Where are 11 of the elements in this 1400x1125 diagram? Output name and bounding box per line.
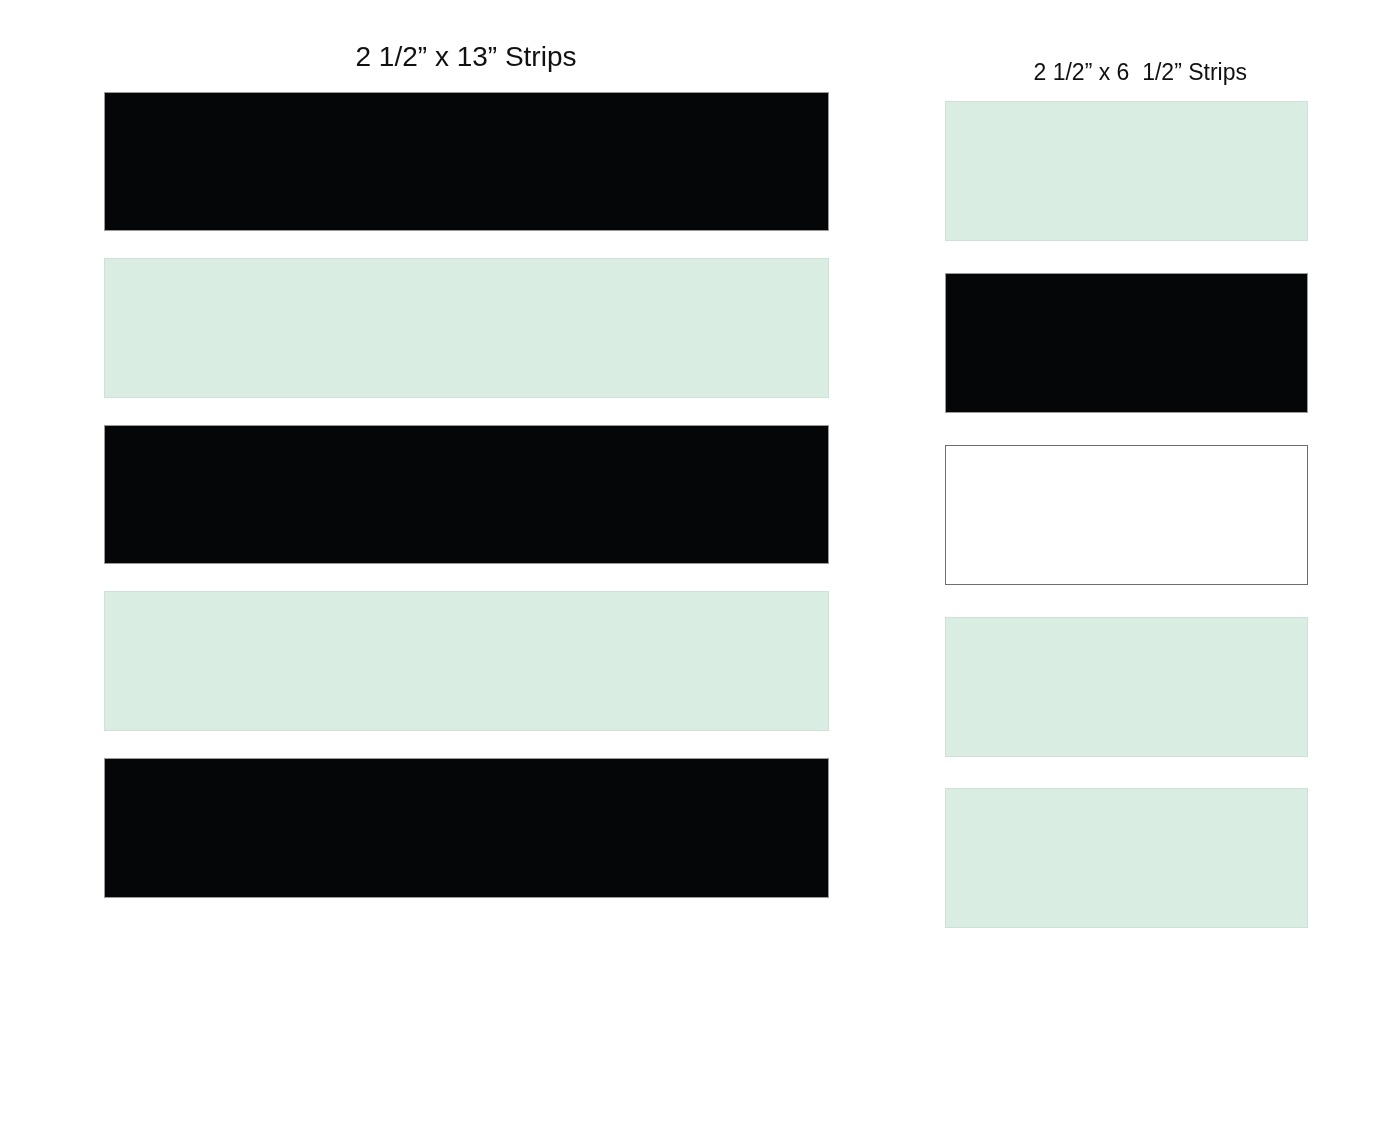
- strip: [104, 258, 829, 398]
- strip: [104, 591, 829, 731]
- strip: [945, 445, 1308, 585]
- strip: [945, 101, 1308, 241]
- strip: [104, 92, 829, 231]
- column-heading: 2 1/2” x 13” Strips: [355, 42, 577, 73]
- strip: [945, 273, 1308, 413]
- strip: [104, 425, 829, 564]
- strip: [945, 788, 1308, 928]
- strip: [945, 617, 1308, 757]
- strip: [104, 758, 829, 898]
